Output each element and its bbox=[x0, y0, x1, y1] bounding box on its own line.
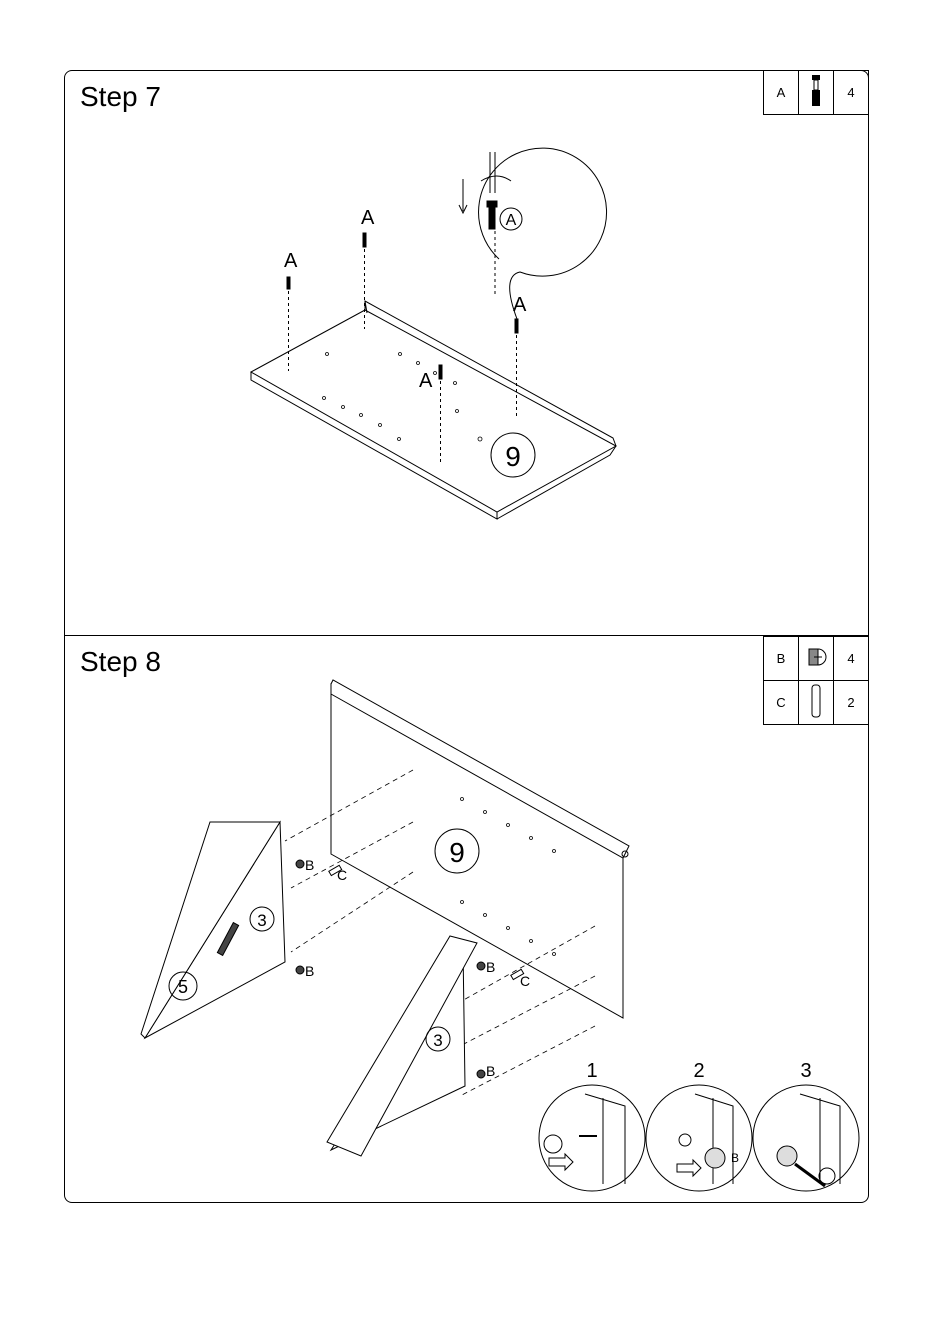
detail-2 bbox=[646, 1085, 752, 1191]
right-side-panel bbox=[327, 936, 477, 1156]
dowel-label: C bbox=[520, 973, 530, 989]
left-side-panel bbox=[141, 822, 285, 1038]
callout-letter: A bbox=[506, 212, 517, 229]
panel-number: 9 bbox=[505, 441, 521, 472]
cam-label: B bbox=[486, 959, 495, 975]
side-panel-number: 3 bbox=[257, 911, 266, 930]
detail-step-number: 2 bbox=[693, 1060, 704, 1082]
panel-number: 9 bbox=[449, 837, 465, 868]
step-7-diagram: A A A A 9 A bbox=[65, 71, 870, 637]
step-8-diagram: 9 3 5 3 bbox=[65, 636, 870, 1203]
detail-step-number: 3 bbox=[800, 1060, 811, 1082]
screw-label-a: A bbox=[284, 250, 298, 272]
step-7-panel: Step 7 A 4 bbox=[64, 70, 869, 636]
side-panel-number: 3 bbox=[433, 1031, 442, 1050]
dowel-label: C bbox=[337, 867, 347, 883]
callout-magnifier bbox=[459, 148, 607, 319]
step-8-panel: Step 8 B 4 C 2 bbox=[64, 636, 869, 1203]
cam-label: B bbox=[305, 963, 314, 979]
detail-step-number: 1 bbox=[586, 1060, 597, 1082]
cam-label: B bbox=[486, 1063, 495, 1079]
board-9 bbox=[251, 301, 616, 519]
detail-3 bbox=[753, 1085, 859, 1191]
cam-label: B bbox=[731, 1151, 739, 1165]
drawer-number: 5 bbox=[178, 977, 188, 997]
detail-1 bbox=[539, 1085, 645, 1191]
screw-label-a: A bbox=[361, 207, 375, 229]
screw-label-a: A bbox=[419, 370, 433, 392]
cam-label: B bbox=[305, 857, 314, 873]
